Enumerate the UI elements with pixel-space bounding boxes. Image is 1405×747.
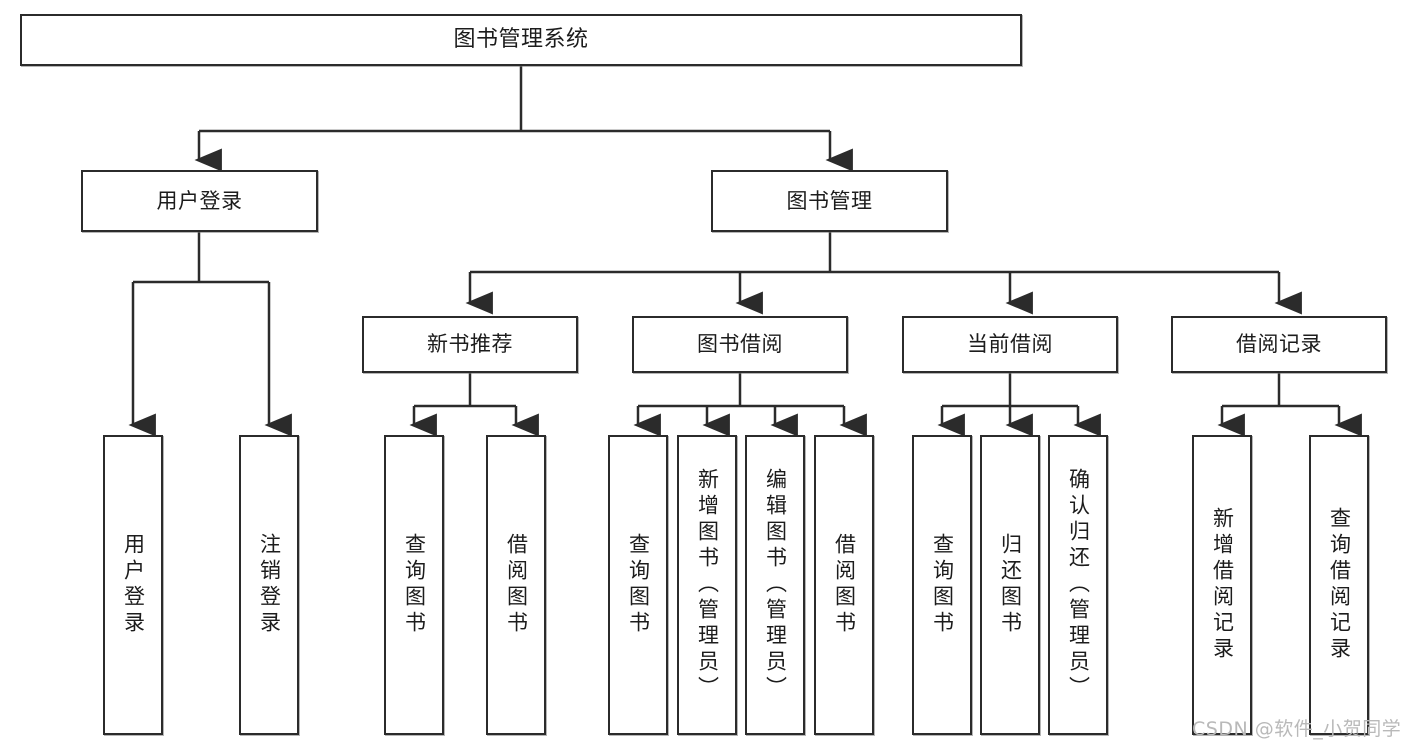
leaf-nb-query-book[interactable]: 查询图书 <box>384 435 444 735</box>
node-label: 确认归还（管理员） <box>1066 468 1091 702</box>
leaf-cb-return-book[interactable]: 归还图书 <box>980 435 1040 735</box>
node-book-management[interactable]: 图书管理 <box>711 170 948 232</box>
node-label: 查询图书 <box>930 533 955 637</box>
leaf-bb-borrow-book[interactable]: 借阅图书 <box>814 435 874 735</box>
node-label: 新书推荐 <box>427 332 513 357</box>
leaf-br-add-record[interactable]: 新增借阅记录 <box>1192 435 1252 735</box>
node-root-book-management-system[interactable]: 图书管理系统 <box>20 14 1022 66</box>
leaf-user-login[interactable]: 用户登录 <box>103 435 163 735</box>
node-label: 编辑图书（管理员） <box>763 468 788 702</box>
leaf-cb-query-book[interactable]: 查询图书 <box>912 435 972 735</box>
node-label: 新增图书（管理员） <box>695 468 720 702</box>
leaf-logout[interactable]: 注销登录 <box>239 435 299 735</box>
node-label: 查询图书 <box>626 533 651 637</box>
node-label: 注销登录 <box>257 533 282 637</box>
node-label: 用户登录 <box>156 188 243 213</box>
node-borrow-record[interactable]: 借阅记录 <box>1171 316 1387 373</box>
leaf-bb-query-book[interactable]: 查询图书 <box>608 435 668 735</box>
leaf-bb-edit-book-admin[interactable]: 编辑图书（管理员） <box>745 435 805 735</box>
node-label: 用户登录 <box>121 533 146 637</box>
node-label: 当前借阅 <box>967 332 1053 357</box>
node-label: 查询图书 <box>402 533 427 637</box>
node-label: 图书管理 <box>786 188 873 213</box>
node-label: 归还图书 <box>998 533 1023 637</box>
node-label: 查询借阅记录 <box>1327 507 1352 663</box>
leaf-nb-borrow-book[interactable]: 借阅图书 <box>486 435 546 735</box>
node-current-borrow[interactable]: 当前借阅 <box>902 316 1118 373</box>
leaf-cb-confirm-return-admin[interactable]: 确认归还（管理员） <box>1048 435 1108 735</box>
node-label: 借阅图书 <box>832 533 857 637</box>
node-label: 借阅图书 <box>504 533 529 637</box>
node-label: 借阅记录 <box>1236 332 1322 357</box>
node-user-login[interactable]: 用户登录 <box>81 170 318 232</box>
leaf-bb-add-book-admin[interactable]: 新增图书（管理员） <box>677 435 737 735</box>
csdn-watermark: CSDN @软件_小贺同学 <box>1192 718 1402 740</box>
leaf-br-query-record[interactable]: 查询借阅记录 <box>1309 435 1369 735</box>
node-label: 新增借阅记录 <box>1210 507 1235 663</box>
node-label: 图书管理系统 <box>453 27 589 53</box>
node-label: 图书借阅 <box>697 332 783 357</box>
node-new-book-recommend[interactable]: 新书推荐 <box>362 316 578 373</box>
node-book-borrow[interactable]: 图书借阅 <box>632 316 848 373</box>
